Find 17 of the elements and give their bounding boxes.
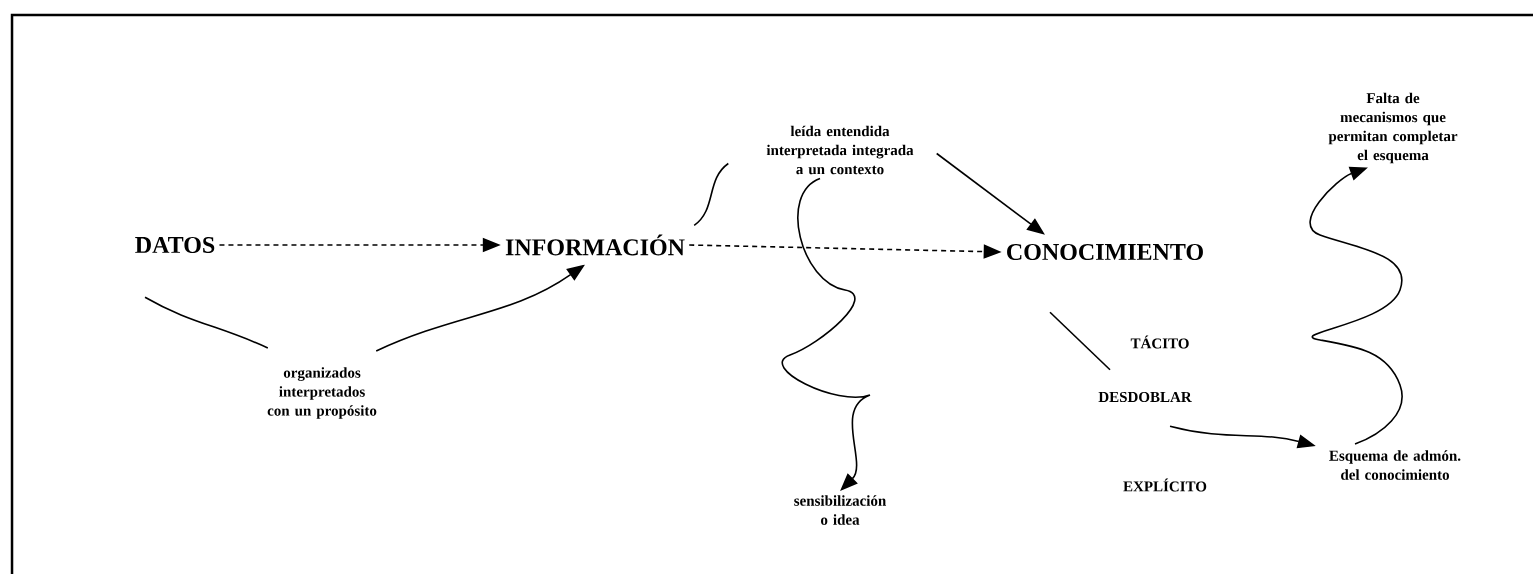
text-label: leída entendida interpretada integrada a un contexto [766,125,914,175]
text-label: sensibilización o idea [794,495,887,525]
wavy-arrow [1309,166,1403,445]
heading-label: INFORMACIÓN [505,234,685,256]
connector-line [1049,311,1111,371]
wavy-arrow [781,177,871,491]
text-label: Esquema de admón. del conocimiento [1329,450,1461,480]
text-label: organizados interpretados con un propósito [267,367,377,419]
connector-line [144,296,269,349]
connector-line [693,162,730,227]
text-label: EXPLÍCITO [1123,478,1207,492]
arrow [935,152,1045,235]
heading-label: DATOS [135,236,215,254]
text-label: TÁCITO [1130,335,1189,349]
heading-label: CONOCIMIENTO [1007,243,1203,261]
text-label: Falta de mecanismos que permitan completar el esquema [1328,92,1458,164]
text-label: DESDOBLAR [1098,391,1192,403]
